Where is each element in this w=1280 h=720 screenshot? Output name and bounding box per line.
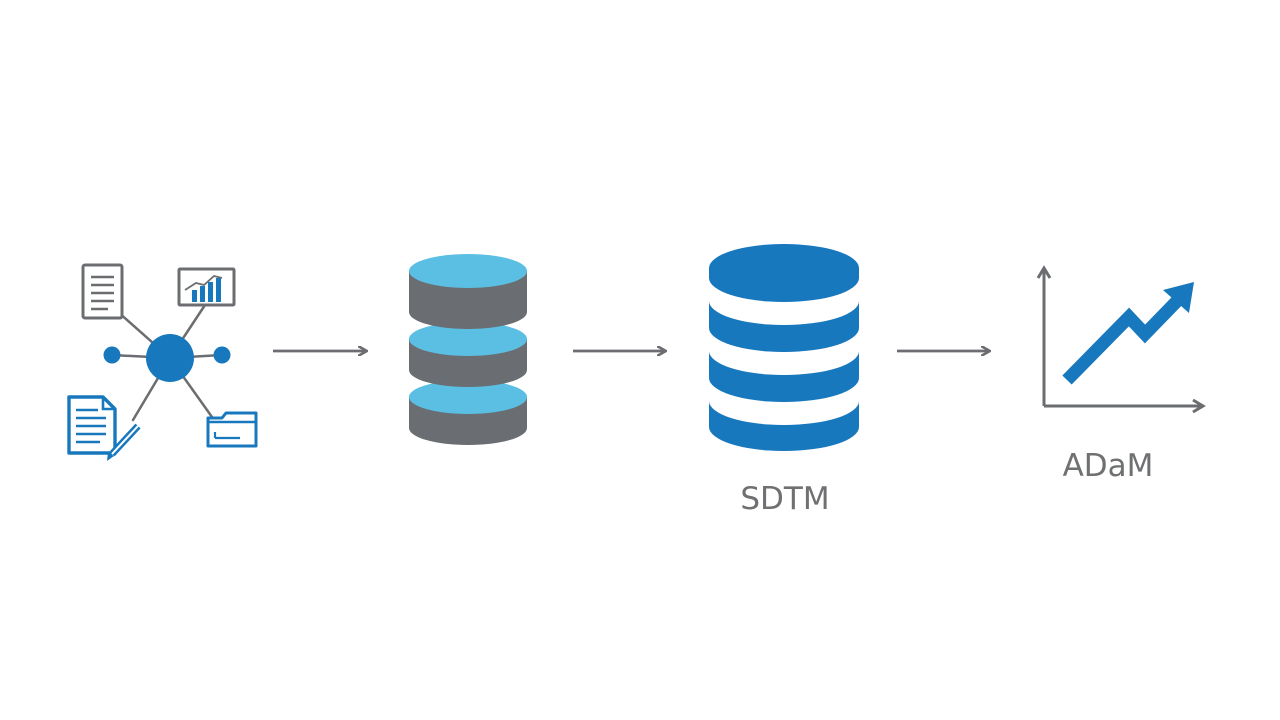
adam-label: ADaM (1063, 448, 1154, 484)
left-node (103, 346, 121, 364)
right-node (213, 346, 231, 364)
data-sources-network-icon (67, 263, 258, 461)
pen-icon (107, 423, 141, 461)
adam-trend-chart-icon (1036, 265, 1206, 414)
sdtm-label: SDTM (740, 481, 829, 517)
raw-database-icon (409, 254, 527, 445)
folder-icon (206, 411, 258, 448)
sdtm-database-icon (709, 244, 859, 451)
hub-node (146, 334, 194, 382)
bar-chart-icon (177, 267, 236, 307)
document-edit-icon (67, 395, 141, 461)
document-icon (81, 263, 124, 320)
